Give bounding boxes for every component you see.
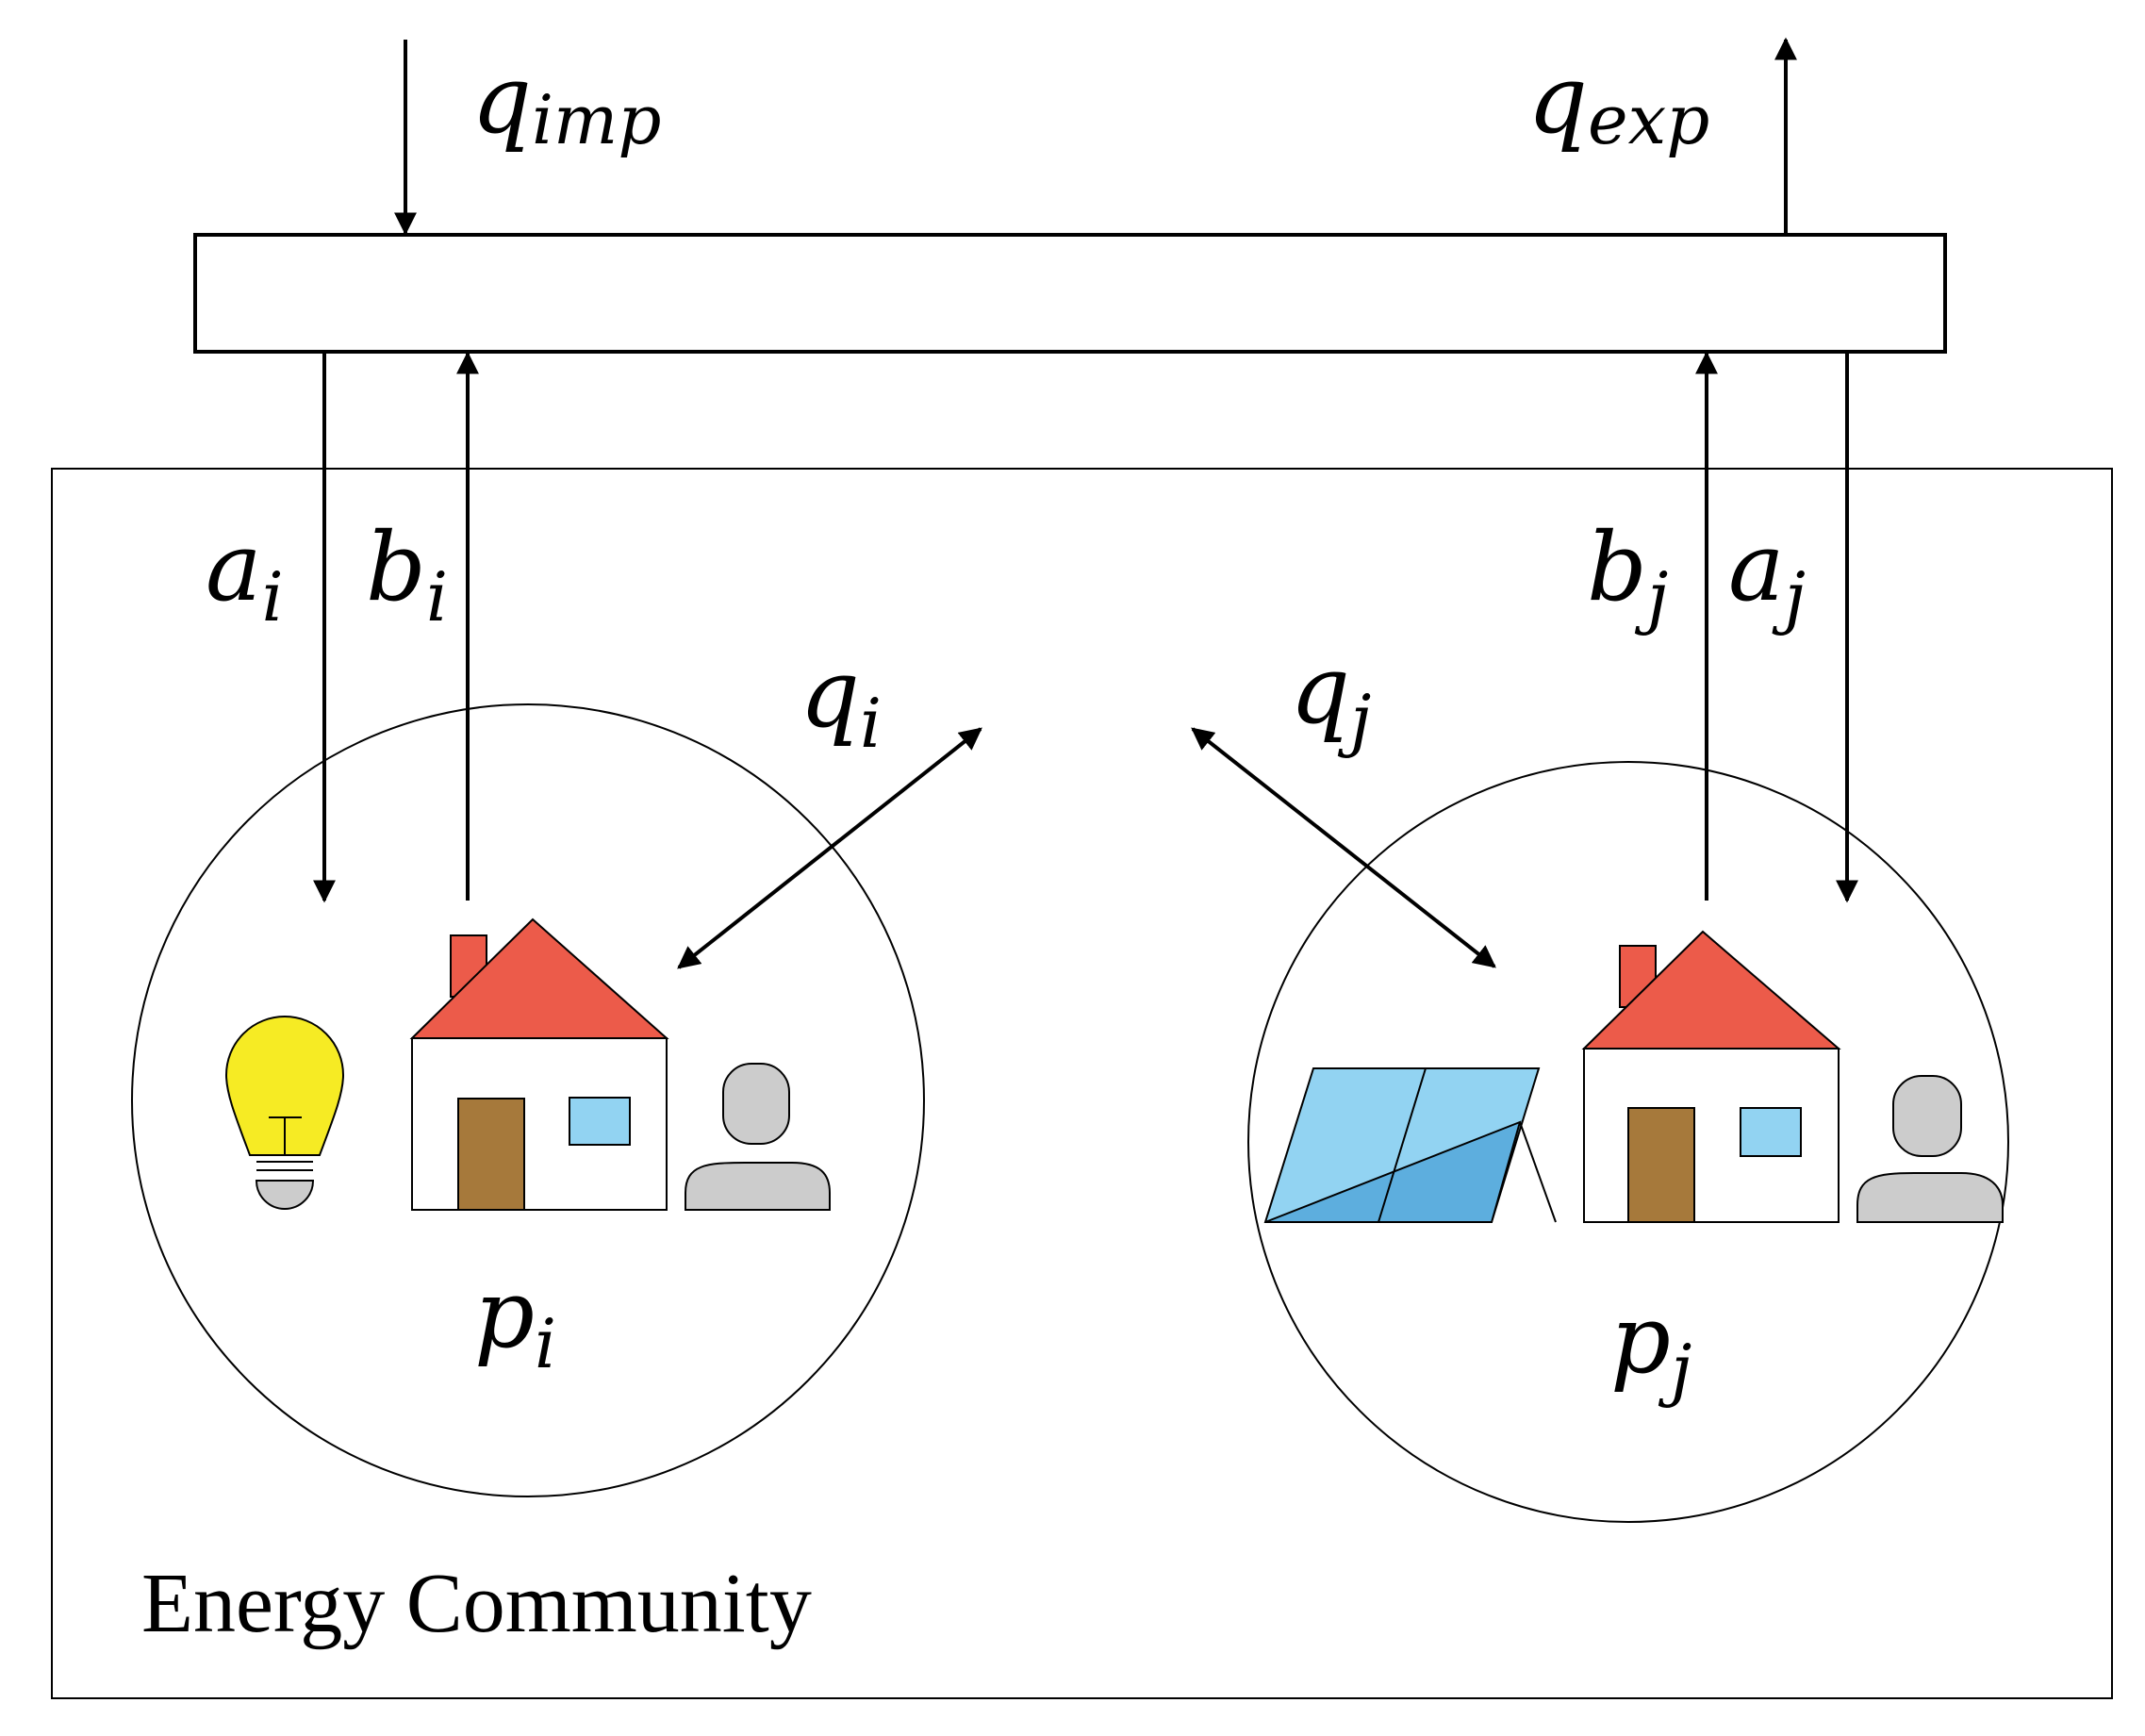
label-q-j: qj: [1290, 635, 1371, 759]
community-boundary: [51, 468, 2113, 1699]
house-icon-left: [409, 918, 669, 1211]
lightbulb-icon: [224, 1016, 345, 1210]
label-b-i: bi: [366, 512, 448, 637]
prosumer-i-circle: [131, 703, 925, 1497]
house-icon-right: [1581, 930, 1841, 1223]
q-j-arrow: [1191, 727, 1496, 968]
label-a-i: ai: [206, 512, 284, 637]
grid-bus: [193, 233, 1947, 354]
label-b-j: bj: [1587, 512, 1668, 637]
label-p-i: pi: [474, 1259, 556, 1383]
label-q-imp: qimp: [471, 44, 661, 159]
person-icon-left: [685, 1063, 831, 1211]
label-q-exp: qexp: [1527, 44, 1709, 159]
community-label: Energy Community: [141, 1557, 812, 1650]
person-icon-right: [1856, 1075, 2004, 1223]
label-a-j: aj: [1728, 512, 1806, 637]
label-p-j: pj: [1610, 1284, 1691, 1409]
solar-panel-icon: [1263, 1067, 1557, 1223]
label-q-i: qi: [800, 638, 882, 763]
q-i-arrow: [677, 727, 982, 969]
prosumer-j-circle: [1247, 761, 2009, 1523]
